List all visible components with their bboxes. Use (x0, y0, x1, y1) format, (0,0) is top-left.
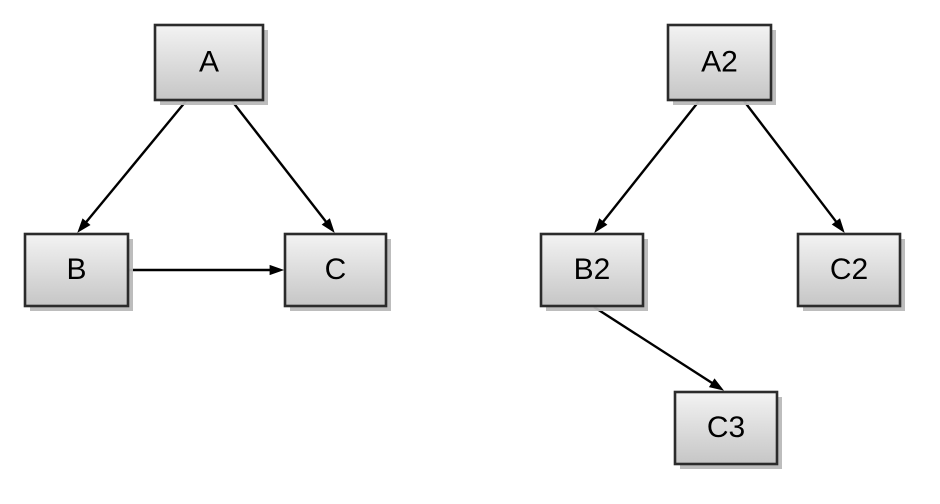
node-label: B2 (574, 253, 611, 286)
edge-line (83, 100, 187, 226)
edge-line (600, 100, 700, 225)
node-box[interactable] (283, 232, 388, 308)
arrowhead-icon (831, 218, 845, 233)
node-box[interactable] (23, 232, 130, 308)
arrowhead-icon (594, 218, 608, 233)
node-label: C (325, 253, 347, 286)
edge-b2-to-c3[interactable] (593, 305, 725, 391)
edge-line (593, 305, 716, 386)
arrowhead-icon (77, 218, 91, 233)
node-b2[interactable]: B2 (539, 232, 648, 311)
edges-layer (77, 100, 845, 391)
edge-a2-to-c2[interactable] (743, 100, 845, 233)
node-label: A2 (701, 45, 738, 78)
node-box[interactable] (796, 232, 902, 308)
edge-a-to-b[interactable] (77, 100, 187, 233)
graph-left-nodes: A B C (23, 23, 391, 311)
node-box[interactable] (153, 23, 265, 102)
node-c2[interactable]: C2 (796, 232, 905, 311)
edge-a-to-c[interactable] (231, 100, 335, 233)
node-label: B (66, 253, 86, 286)
node-a2[interactable]: A2 (666, 23, 776, 105)
node-box[interactable] (666, 23, 773, 102)
edge-line (231, 100, 329, 225)
graph-right-edges (593, 100, 845, 391)
node-box[interactable] (539, 232, 645, 308)
arrowhead-icon (269, 264, 285, 276)
node-c[interactable]: C (283, 232, 391, 311)
arrowhead-icon (708, 378, 725, 391)
node-b[interactable]: B (23, 232, 133, 311)
node-c3[interactable]: C3 (673, 390, 782, 469)
arrowhead-icon (321, 218, 335, 233)
edge-a2-to-b2[interactable] (594, 100, 700, 233)
node-label: C2 (830, 253, 868, 286)
node-label: A (199, 45, 219, 78)
node-a[interactable]: A (153, 23, 268, 105)
edge-line (743, 100, 839, 225)
node-label: C3 (707, 411, 745, 444)
graph-left-edges (77, 100, 335, 276)
node-box[interactable] (673, 390, 779, 466)
edge-b-to-c[interactable] (129, 264, 285, 276)
